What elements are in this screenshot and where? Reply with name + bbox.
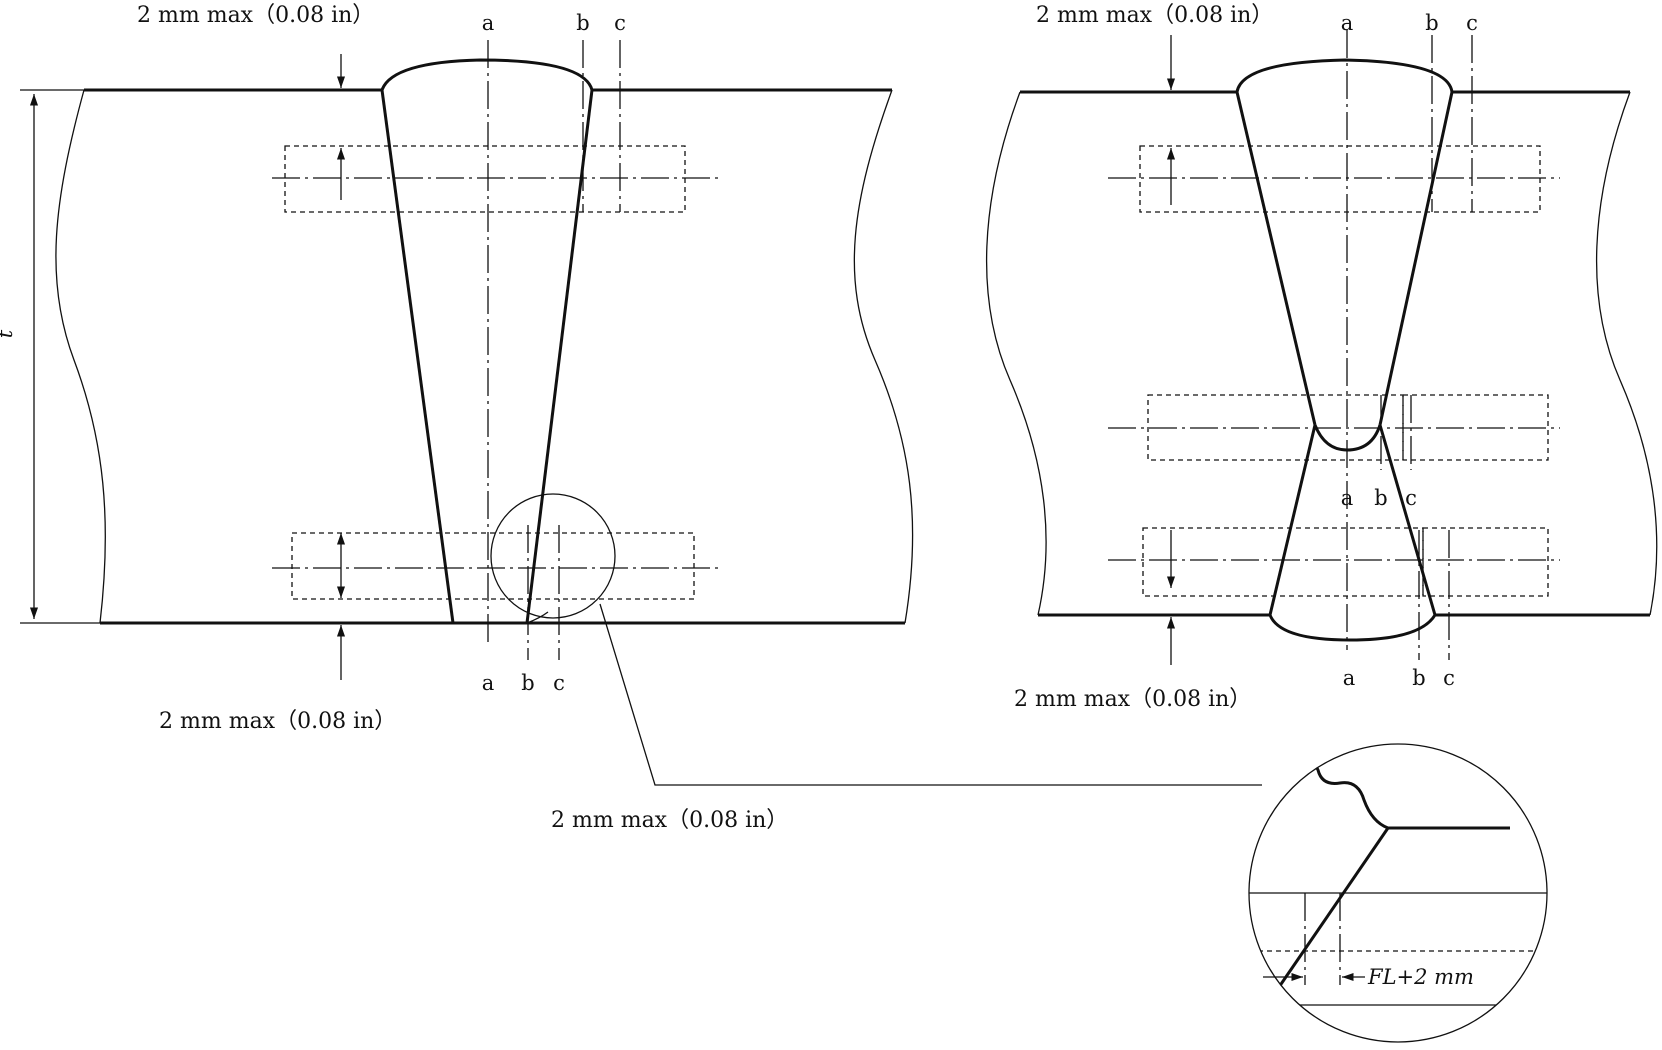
thickness-dimension <box>20 89 100 624</box>
right-label-b-bottom: b <box>1412 666 1425 690</box>
detail-gap-label: 2 mm max（0.08 in） <box>551 808 788 833</box>
right-lower-scan-zone-a <box>1142 527 1424 597</box>
single-v-weld-view <box>20 40 1262 786</box>
right-reference-lines <box>1108 30 1560 660</box>
right-label-b-middle: b <box>1374 486 1387 510</box>
left-upper-scan-zone <box>284 145 686 213</box>
detail-enlargement <box>1248 743 1548 1043</box>
left-weld-profile <box>380 58 594 624</box>
right-upper-scan-zone <box>1139 145 1541 213</box>
left-lower-scan-zone <box>291 532 695 600</box>
right-weld-profile <box>1235 58 1454 642</box>
right-label-c-middle: c <box>1405 486 1417 510</box>
detail-leader-line <box>599 603 1262 786</box>
left-label-a-bottom: a <box>482 671 495 695</box>
left-plate-outline <box>55 88 914 625</box>
right-middle-scan-zone-b <box>1402 394 1549 461</box>
double-v-weld-view <box>985 30 1658 665</box>
right-label-c-top: c <box>1466 11 1478 35</box>
right-plate-outline <box>985 90 1658 617</box>
left-top-gap-label: 2 mm max（0.08 in） <box>137 3 374 28</box>
detail-dimension-label: FL+2 mm <box>1367 965 1474 989</box>
right-label-c-bottom: c <box>1443 666 1455 690</box>
left-label-c-top: c <box>614 11 626 35</box>
right-label-a-bottom: a <box>1343 666 1356 690</box>
right-middle-scan-zone-a <box>1147 394 1404 461</box>
right-lower-scan-zone-b <box>1422 527 1549 597</box>
right-label-a-top: a <box>1341 11 1354 35</box>
right-label-a-middle: a <box>1341 486 1354 510</box>
right-label-b-top: b <box>1425 11 1438 35</box>
thickness-label: t <box>0 329 17 338</box>
left-bottom-gap-label: 2 mm max（0.08 in） <box>159 709 396 734</box>
left-label-c-bottom: c <box>553 671 565 695</box>
detail-callout-circle <box>490 493 616 619</box>
left-label-a-top: a <box>482 11 495 35</box>
right-top-gap-label: 2 mm max（0.08 in） <box>1036 3 1273 28</box>
left-reference-lines <box>272 40 722 660</box>
left-label-b-bottom: b <box>521 671 534 695</box>
left-label-b-top: b <box>576 11 589 35</box>
right-bottom-gap-label: 2 mm max（0.08 in） <box>1014 687 1251 712</box>
